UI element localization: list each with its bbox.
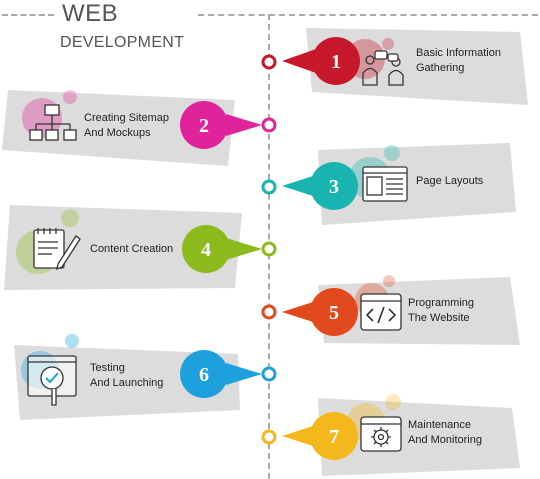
- step-1-label-line1: Basic Information: [416, 47, 501, 59]
- step-5-bubble-small: [383, 275, 395, 287]
- step-3-panel: [318, 143, 516, 225]
- step-4-number-circle: [182, 225, 230, 273]
- step-5-label-line1: Programming: [408, 297, 475, 309]
- step-5-number-circle: [310, 288, 358, 336]
- step-6-label-line1: Testing: [90, 362, 125, 374]
- step-5-label: Programming The Website: [408, 296, 474, 326]
- step-7-number: 7: [329, 426, 339, 448]
- step-7-bubble-small: [385, 394, 401, 410]
- title-web: WEB: [62, 0, 119, 27]
- step-3-number: 3: [329, 176, 339, 198]
- step-5-node: [261, 304, 277, 320]
- step-1-number-circle: [312, 37, 360, 85]
- step-7: [261, 394, 520, 476]
- step-2-bubble-small: [63, 90, 77, 104]
- step-4: [4, 205, 277, 290]
- step-2-panel: [2, 90, 235, 166]
- step-7-number-circle: [310, 412, 358, 460]
- step-4-node: [261, 241, 277, 257]
- step-2: [2, 90, 277, 166]
- step-7-label-line2: And Monitoring: [408, 434, 482, 446]
- step-6-label-line2: And Launching: [90, 377, 164, 389]
- step-2-number-circle: [180, 101, 228, 149]
- step-3-pointer: [282, 175, 316, 197]
- magnifier-check-icon: [27, 355, 77, 406]
- step-3-node: [261, 179, 277, 195]
- step-6-pointer: [226, 363, 262, 385]
- step-4-number: 4: [201, 239, 211, 261]
- step-1-number: 1: [331, 51, 341, 73]
- step-4-label-line1: Content Creation: [90, 243, 174, 255]
- step-3-number-circle: [310, 162, 358, 210]
- header-dash-left: [2, 14, 54, 16]
- step-3-label: Page Layouts: [416, 174, 483, 189]
- step-1-label: Basic Information Gathering: [416, 46, 501, 76]
- step-4-panel: [4, 205, 242, 290]
- step-6-number-circle: [180, 350, 228, 398]
- step-1-pointer: [282, 49, 316, 73]
- step-5-label-line2: The Website: [408, 312, 470, 324]
- step-2-number: 2: [199, 115, 209, 137]
- step-3: [261, 143, 516, 225]
- step-3-bubble-small: [384, 145, 400, 161]
- step-7-label: Maintenance And Monitoring: [408, 418, 482, 448]
- step-7-node: [261, 429, 277, 445]
- meeting-icon: [362, 50, 404, 86]
- step-2-label-line2: And Mockups: [84, 127, 151, 139]
- code-window-icon: [360, 293, 402, 331]
- gear-window-icon: [360, 416, 402, 452]
- step-6-number: 6: [199, 364, 209, 386]
- step-1-node: [261, 54, 277, 70]
- notepad-pencil-icon: [33, 228, 81, 271]
- step-4-label: Content Creation: [90, 242, 173, 257]
- title-development: DEVELOPMENT: [60, 34, 185, 51]
- step-1-panel: [306, 28, 528, 105]
- step-3-label-line1: Page Layouts: [416, 175, 484, 187]
- header-dash-right: [198, 14, 538, 16]
- step-5-pointer: [282, 301, 316, 323]
- step-1-bubble-small: [382, 38, 394, 50]
- step-6-label: Testing And Launching: [90, 361, 163, 391]
- step-2-node: [261, 117, 277, 133]
- step-4-bubble-small: [61, 209, 79, 227]
- step-6: [14, 334, 277, 420]
- step-2-pointer: [226, 114, 262, 136]
- step-2-label-line1: Creating Sitemap: [84, 112, 169, 124]
- step-5: [261, 275, 520, 345]
- layout-icon: [362, 166, 408, 202]
- step-7-label-line1: Maintenance: [408, 419, 471, 431]
- step-7-pointer: [282, 425, 316, 447]
- step-6-bubble-small: [65, 334, 79, 348]
- step-1-label-line2: Gathering: [416, 62, 465, 74]
- step-1: [261, 28, 528, 105]
- step-4-pointer: [226, 238, 262, 260]
- step-2-label: Creating Sitemap And Mockups: [84, 111, 169, 141]
- sitemap-icon: [29, 104, 77, 141]
- step-6-node: [261, 366, 277, 382]
- step-5-number: 5: [329, 302, 339, 324]
